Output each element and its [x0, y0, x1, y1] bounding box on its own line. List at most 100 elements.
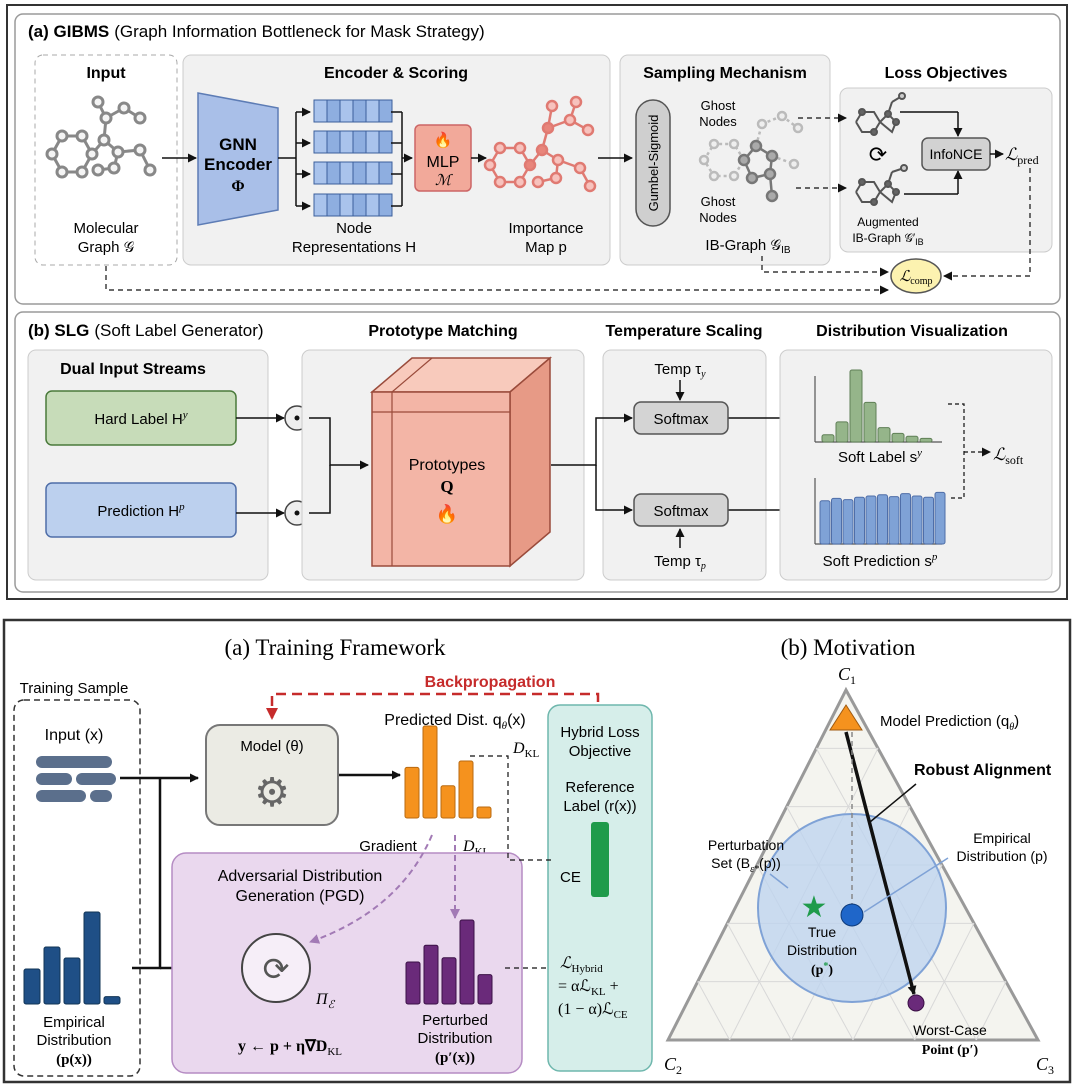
nodes-label-1: Node: [336, 220, 372, 237]
importance-label-1: Importance: [508, 220, 583, 237]
empirical-bar: [103, 996, 121, 1005]
reference-label-2: Label (r(x)): [563, 798, 636, 815]
pred-dist-label: Predicted Dist. qθ(x): [384, 712, 525, 732]
soft-prediction-bar: [842, 499, 854, 545]
ce-label: CE: [560, 869, 581, 886]
soft-prediction-bar: [923, 496, 934, 545]
softmax-bottom-label: Softmax: [653, 503, 709, 520]
swap-icon: ⟳: [869, 142, 887, 167]
backprop-label: Backpropagation: [425, 674, 556, 691]
soft-label-bar: [919, 437, 933, 443]
perturbed-bars: [405, 919, 493, 1005]
refresh-icon: ⟳: [263, 951, 290, 987]
node-vector-cell: [313, 130, 328, 154]
empirical-label-a: Empirical: [973, 830, 1031, 846]
soft-prediction-bar: [934, 491, 946, 545]
infonce-label: InfoNCE: [930, 146, 983, 162]
gnn-encoder-block: [197, 92, 279, 226]
temperature-title: Temperature Scaling: [605, 323, 762, 340]
sampling-box: [619, 54, 831, 266]
adversarial-label-1: Adversarial Distribution: [218, 868, 383, 885]
true-label-2: Distribution: [787, 942, 857, 958]
node-vector-cell: [339, 130, 354, 154]
empirical-bar: [83, 911, 101, 1005]
perturbed-bar: [423, 944, 439, 1005]
model-label: Model (θ): [240, 738, 303, 755]
slg-header: (b) SLG(Soft Label Generator): [28, 321, 264, 340]
node-vector-cell: [352, 193, 367, 217]
node-vector-cell: [352, 99, 367, 123]
hybrid-label-2: Objective: [569, 743, 632, 760]
augmented-label-2: IB-Graph 𝒢′IB: [852, 231, 923, 247]
importance-label-2: Map p: [525, 239, 567, 256]
node-vector-cell: [378, 99, 393, 123]
ghost-nodes-bottom-1: Ghost: [701, 194, 736, 209]
gumbel-sigmoid-block: [635, 99, 671, 227]
empirical-bar: [63, 957, 81, 1005]
node-vector-cell: [352, 130, 367, 154]
ghost-nodes-top-1: Ghost: [701, 98, 736, 113]
lcomp-label: ℒcomp: [899, 269, 932, 287]
node-vector-cell: [378, 130, 393, 154]
robust-alignment-arrow: [844, 731, 917, 995]
perturbed-label-1: Perturbed: [422, 1012, 488, 1029]
soft-label-bar: [877, 427, 891, 443]
predicted-bar: [476, 806, 492, 819]
empirical-bars: [23, 911, 121, 1005]
empirical-label-1: Empirical: [43, 1014, 105, 1031]
temp-y-label: Temp τy: [654, 361, 706, 380]
node-vector-cell: [365, 99, 380, 123]
soft-prediction-bar: [911, 495, 923, 545]
ib-graph-label: IB-Graph 𝒢IB: [705, 237, 790, 256]
lsoft-label: ℒsoft: [993, 445, 1024, 467]
dual-input-title: Dual Input Streams: [60, 361, 206, 378]
motivation-title: (b) Motivation: [781, 635, 916, 660]
worst-label-2: Point (p′): [922, 1043, 979, 1058]
true-label-3: (p*): [811, 961, 833, 978]
perturbed-bar: [477, 974, 493, 1005]
gear-icon: ⚙: [254, 771, 290, 815]
worst-case-marker: [907, 994, 925, 1012]
input-box: [34, 54, 178, 266]
loss-title: Loss Objectives: [885, 65, 1008, 82]
empirical-label-3: (p(x)): [56, 1052, 92, 1068]
mini-molecule-top: [855, 92, 906, 136]
node-vector-cell: [378, 193, 393, 217]
prototypes-label: Prototypes: [409, 457, 485, 474]
empirical-distribution-marker: [840, 903, 864, 927]
perturbed-bar: [441, 957, 457, 1005]
empirical-bar: [23, 968, 41, 1005]
dkl-top-label: DKL: [512, 740, 540, 760]
soft-label-bars: [821, 369, 933, 443]
soft-label-bar: [849, 369, 863, 443]
soft-prediction-bar: [854, 496, 865, 545]
hybrid-formula-1: ℒHybrid: [560, 955, 603, 975]
augmented-label-1: Augmented: [857, 215, 918, 229]
predicted-bars: [404, 725, 492, 819]
backprop-arrow: [266, 692, 600, 720]
soft-prediction-bar: [900, 493, 911, 545]
prediction-box: [45, 482, 237, 538]
model-prediction-marker: [829, 704, 863, 731]
fire-icon-prototypes: 🔥: [436, 503, 458, 524]
node-vector-cell: [352, 161, 367, 185]
input-label-2: Graph 𝒢: [78, 239, 135, 256]
predicted-bar: [404, 766, 420, 819]
ghost-nodes-top-2: Nodes: [699, 114, 737, 129]
empirical-bar: [43, 946, 61, 1005]
perturbation-pointer: [769, 873, 789, 889]
adversarial-box: [171, 852, 523, 1074]
reference-label-1: Reference: [565, 779, 634, 796]
projection-circle: [241, 933, 311, 1003]
importance-map-molecule: [483, 95, 597, 193]
input-label-1: Molecular: [73, 220, 138, 237]
soft-prediction-bar: [819, 500, 831, 545]
node-vector-cell: [365, 193, 380, 217]
empirical-pointer: [863, 857, 949, 913]
soft-prediction-bar: [877, 494, 888, 545]
node-vector-cell: [339, 161, 354, 185]
perturbation-label-2: Set (Bε*(p)): [711, 855, 781, 875]
perturbed-label-2: Distribution: [417, 1030, 492, 1047]
encoder-title: Encoder & Scoring: [324, 65, 468, 82]
